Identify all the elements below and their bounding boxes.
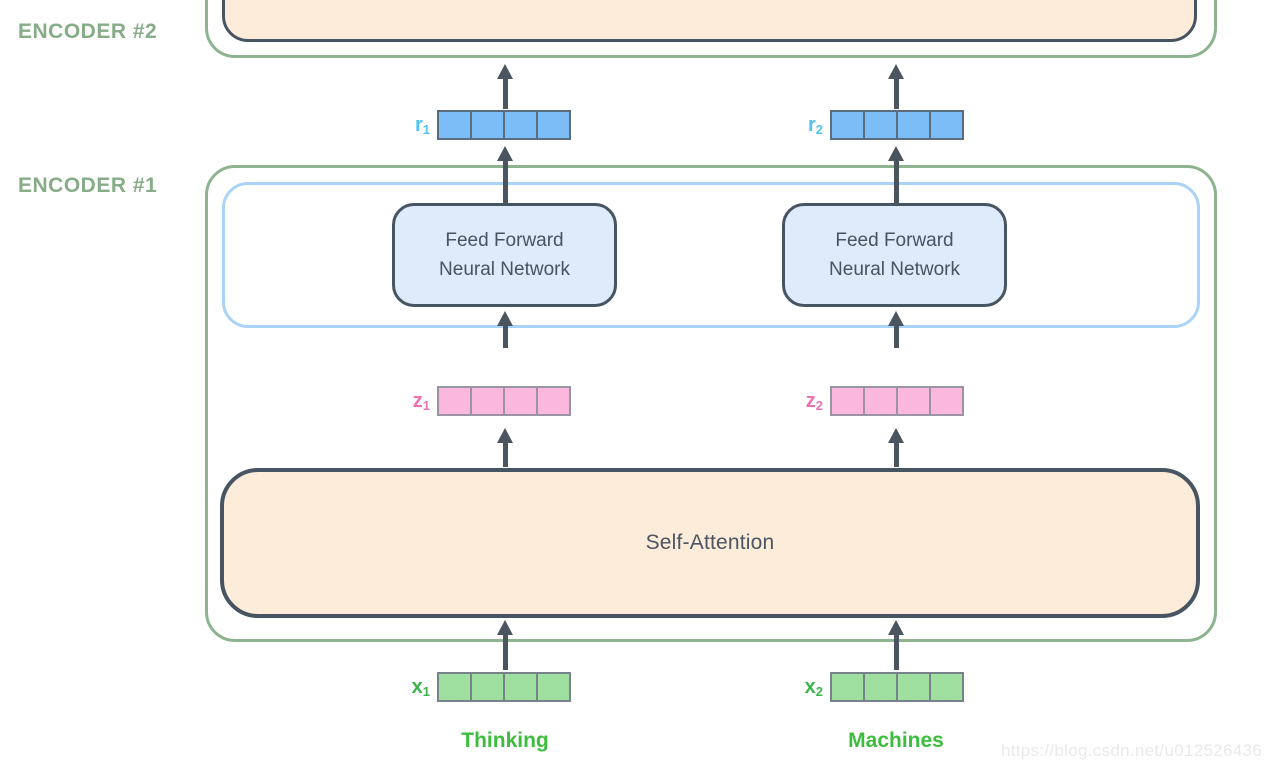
vector-cell [536,388,569,414]
arrow-head-icon [888,146,904,161]
arrow-shaft [893,323,899,348]
vector-cell [896,674,929,700]
up-arrow [497,620,513,670]
up-arrow [888,146,904,204]
vector-row-z2: z2 [789,386,964,416]
up-arrow [888,311,904,348]
vector-label-r2: r2 [807,114,823,137]
vector-cell [439,112,470,138]
vector-cell [929,112,962,138]
vector-cell [536,674,569,700]
up-arrow [888,64,904,109]
up-arrow [497,428,513,467]
vector-cell [832,674,863,700]
vector-cell [896,112,929,138]
up-arrow [497,146,513,204]
vector-z2 [830,386,964,416]
arrow-shaft [893,440,899,467]
encoder2-self-attention-box [222,0,1197,42]
up-arrow [497,64,513,109]
ffnn-text-line2: Neural Network [829,259,960,280]
arrow-shaft [502,323,508,348]
arrow-head-icon [888,620,904,635]
vector-cell [863,112,896,138]
up-arrow [497,311,513,348]
ffnn-text-line1: Feed Forward [445,229,564,251]
encoder2-label: ENCODER #2 [18,20,158,43]
vector-cell [832,112,863,138]
vector-cell [536,112,569,138]
watermark-url: https://blog.csdn.net/u012526436 [1000,741,1262,760]
vector-label-z1: z1 [412,390,430,413]
vector-row-z1: z1 [396,386,571,416]
vector-row-r2: r2 [789,110,964,140]
arrow-head-icon [497,64,513,79]
arrow-shaft [502,158,508,204]
arrow-head-icon [497,428,513,443]
vector-label-r1: r1 [414,114,430,137]
vector-cell [929,388,962,414]
vector-label-x2: x2 [804,676,823,699]
encoder1-label: ENCODER #1 [18,174,158,197]
encoder1-box [205,165,1217,642]
arrow-shaft [502,632,508,670]
vector-cell [896,388,929,414]
vector-cell [929,674,962,700]
arrow-shaft [893,76,899,109]
vector-x1 [437,672,571,702]
vector-row-x2: x2 [789,672,964,702]
arrow-shaft [502,76,508,109]
vector-cell [503,388,536,414]
token-word-machines: Machines [848,729,944,752]
vector-label-x1: x1 [411,676,430,699]
vector-r1 [437,110,571,140]
vector-cell [863,674,896,700]
arrow-shaft [502,440,508,467]
ffnn-text-line1: Feed Forward [835,229,954,251]
vector-cell [470,112,503,138]
vector-row-r1: r1 [396,110,571,140]
arrow-head-icon [888,311,904,326]
vector-cell [863,388,896,414]
vector-row-x1: x1 [396,672,571,702]
vector-label-z2: z2 [805,390,823,413]
arrow-head-icon [888,428,904,443]
arrow-head-icon [497,146,513,161]
vector-cell [439,388,470,414]
vector-x2 [830,672,964,702]
arrow-head-icon [497,311,513,326]
token-word-thinking: Thinking [461,729,549,752]
vector-cell [832,388,863,414]
arrow-head-icon [497,620,513,635]
up-arrow [888,620,904,670]
vector-cell [503,674,536,700]
vector-cell [439,674,470,700]
vector-cell [470,388,503,414]
vector-cell [470,674,503,700]
ffnn-text-line2: Neural Network [439,259,570,280]
arrow-head-icon [888,64,904,79]
vector-cell [503,112,536,138]
vector-z1 [437,386,571,416]
encoder2-box [205,0,1217,58]
arrow-shaft [893,632,899,670]
vector-r2 [830,110,964,140]
self-attention-block: Self-Attention [220,468,1200,618]
ffnn-block-2: Feed Forward Neural Network [782,203,1007,307]
arrow-shaft [893,158,899,204]
self-attention-text: Self-Attention [645,531,775,554]
up-arrow [888,428,904,467]
ffnn-block-1: Feed Forward Neural Network [392,203,617,307]
encoder1-ffnn-layer-box [222,182,1200,328]
